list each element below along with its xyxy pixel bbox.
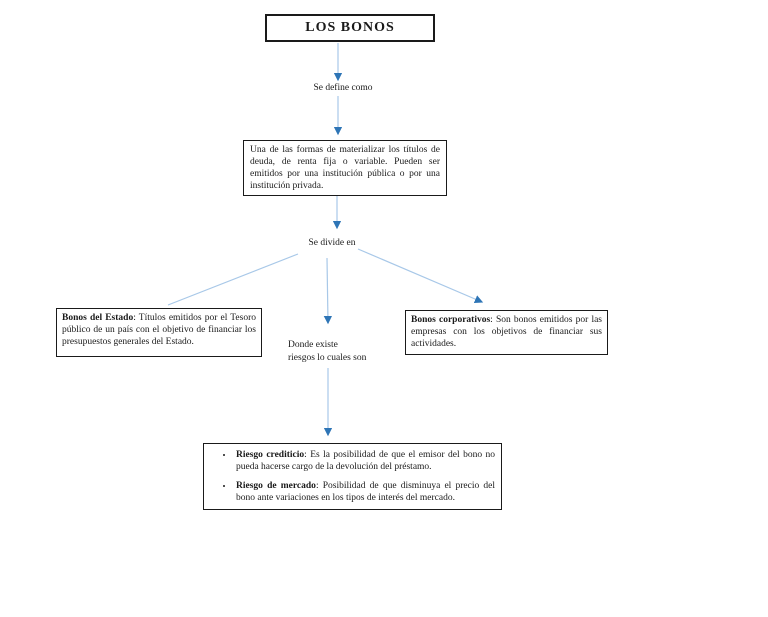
state-bonds-description: : Títulos emitidos por el Tesoro público… (62, 313, 257, 347)
definition-box: Una de las formas de materializar los tí… (243, 140, 447, 196)
risk-crediticio-description: : Es la posibilidad de que el emisor del… (236, 450, 495, 472)
risk-mercado-description: : Posibilidad de que disminuya el precio… (236, 481, 495, 503)
risk-crediticio-term: Riesgo crediticio (236, 450, 305, 460)
diagram-title: LOS BONOS (305, 20, 395, 35)
line-divide-to-state-bonds (167, 253, 299, 306)
corporate-bonds-box: Bonos corporativos: Son bonos emitidos p… (405, 310, 608, 355)
arrow-divide-to-corporate-bonds (357, 248, 484, 304)
title-box: LOS BONOS (265, 14, 435, 42)
risk-label-line2: riesgos lo cuales son (288, 353, 367, 363)
risks-list: Riesgo crediticio: Es la posibilidad de … (208, 449, 495, 504)
risks-box: Riesgo crediticio: Es la posibilidad de … (203, 443, 502, 510)
definition-text: Una de las formas de materializar los tí… (250, 145, 440, 191)
edge-label-se-divide-en: Se divide en (308, 238, 356, 248)
state-bonds-term: Bonos del Estado (62, 313, 134, 323)
risk-item-crediticio: Riesgo crediticio: Es la posibilidad de … (234, 449, 495, 473)
risk-mercado-term: Riesgo de mercado (236, 481, 316, 491)
state-bonds-box: Bonos del Estado: Títulos emitidos por e… (56, 308, 262, 357)
risk-label-line1: Donde existe (288, 340, 338, 350)
risk-item-mercado: Riesgo de mercado: Posibilidad de que di… (234, 480, 495, 504)
corporate-bonds-term: Bonos corporativos (411, 315, 491, 325)
edge-label-se-define-como: Se define como (313, 83, 373, 93)
edge-label-donde-existe-riesgos: Donde existe riesgos lo cuales son (288, 339, 366, 365)
arrow-divide-to-risk-label (323, 257, 333, 325)
corporate-bonds-description: : Son bonos emitidos por las empresas co… (411, 315, 602, 349)
